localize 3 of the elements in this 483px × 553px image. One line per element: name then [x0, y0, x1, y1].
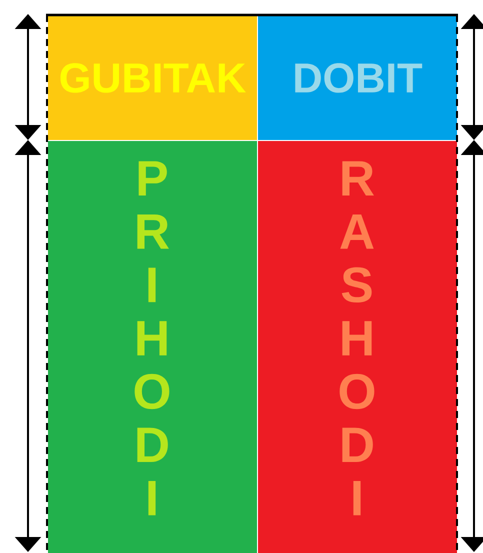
text-column: RASHODI [257, 140, 458, 553]
text-column: PRIHODI [47, 140, 258, 553]
header-box: DOBIT [257, 15, 458, 141]
